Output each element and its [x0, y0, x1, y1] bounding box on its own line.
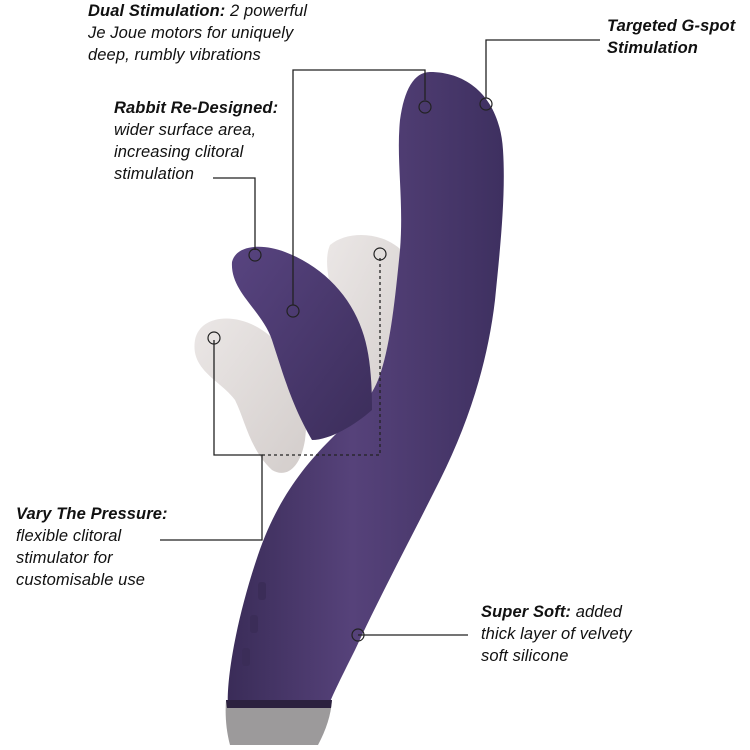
- callout-rabbit-line-2: increasing clitoral: [114, 143, 244, 161]
- callout-soft-first-line: added: [571, 603, 623, 621]
- dot-vary-left: [207, 331, 221, 345]
- dot-dual-arm: [286, 304, 300, 318]
- control-button-3: [242, 648, 250, 666]
- callout-dots: [207, 97, 493, 642]
- callout-soft-title: Super Soft:: [481, 603, 572, 621]
- callout-soft-line-2: soft silicone: [481, 647, 569, 665]
- callout-dual-line-2: deep, rumbly vibrations: [88, 46, 261, 64]
- dot-rabbit: [248, 248, 262, 262]
- callout-rabbit-line-1: wider surface area,: [114, 121, 257, 139]
- callout-dual-title: Dual Stimulation:: [88, 2, 226, 20]
- handle-base-shadow: [226, 700, 332, 708]
- callout-vary-line-3: customisable use: [16, 571, 146, 589]
- ghost-arm-right: [327, 234, 414, 415]
- callout-gspot-line-2: Stimulation: [607, 39, 698, 57]
- callout-dual-line-1: Je Joue motors for uniquely: [88, 24, 294, 42]
- control-button-2: [250, 615, 258, 633]
- callout-vary-line-2: stimulator for: [16, 549, 113, 567]
- handle-base: [225, 700, 332, 745]
- callout-gspot-line-1: Targeted G-spot: [607, 17, 736, 35]
- clitoral-arm: [231, 246, 372, 440]
- callout-super-soft: Super Soft: added thick layer of velvety…: [481, 601, 632, 667]
- control-button-1: [258, 582, 266, 600]
- callout-vary-line-1: flexible clitoral: [16, 527, 122, 545]
- leader-rabbit: [213, 177, 256, 250]
- dot-dual-shaft: [418, 100, 432, 114]
- callout-dual-first-line: 2 powerful: [225, 2, 308, 20]
- callout-dual-stimulation: Dual Stimulation: 2 powerful Je Joue mot…: [88, 0, 307, 66]
- callout-vary-title: Vary The Pressure:: [16, 505, 168, 523]
- callout-rabbit-title: Rabbit Re-Designed:: [114, 99, 279, 117]
- dot-soft: [351, 628, 365, 642]
- leader-lines: [160, 39, 600, 636]
- leader-gspot: [485, 39, 600, 98]
- callout-soft-line-1: thick layer of velvety: [481, 625, 632, 643]
- main-shaft: [227, 72, 504, 708]
- callout-vary-pressure: Vary The Pressure: flexible clitoral sti…: [16, 503, 168, 591]
- dot-gspot: [479, 97, 493, 111]
- dot-vary-right: [373, 247, 387, 261]
- callout-gspot: Targeted G-spot Stimulation: [607, 15, 735, 59]
- callout-rabbit-line-3: stimulation: [114, 165, 194, 183]
- callout-rabbit-redesigned: Rabbit Re-Designed: wider surface area, …: [114, 97, 278, 185]
- leader-dual-1: [292, 69, 426, 305]
